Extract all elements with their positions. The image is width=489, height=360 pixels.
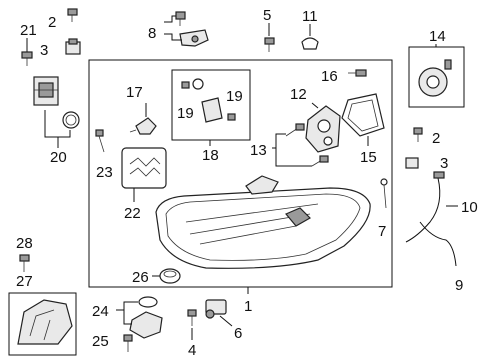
cap-part-11 <box>301 37 319 50</box>
callout-12: 12 <box>290 86 307 103</box>
callout-4: 4 <box>188 342 196 359</box>
callout-9: 9 <box>455 277 463 294</box>
wiring-harness-part-10 <box>405 171 445 243</box>
headlamp-housing-part-1 <box>155 175 371 269</box>
callout-19-a: 19 <box>177 105 194 122</box>
callout-7: 7 <box>378 223 386 240</box>
callout-15: 15 <box>360 149 377 166</box>
callout-28: 28 <box>16 235 33 252</box>
callout-20: 20 <box>50 149 67 166</box>
callout-19-b: 19 <box>226 88 243 105</box>
clip-nut-part-3-right <box>405 157 419 169</box>
seal-ring-part-20 <box>62 111 80 129</box>
screw-part-19-b <box>227 113 236 121</box>
callout-14: 14 <box>429 28 446 45</box>
beam-module-part-12 <box>305 105 341 153</box>
callout-1: 1 <box>244 298 252 315</box>
callout-24: 24 <box>92 303 109 320</box>
led-driver-part-22 <box>121 147 167 189</box>
screw-part-21 <box>21 38 33 66</box>
cap-part-26 <box>159 268 181 284</box>
screw-part-13-a <box>285 123 305 137</box>
screw-part-13-b <box>311 155 329 167</box>
mounting-bracket-part-27 <box>17 299 73 345</box>
callout-11: 11 <box>302 8 318 25</box>
callout-3-left: 3 <box>40 42 48 59</box>
callout-8: 8 <box>148 25 156 42</box>
screw-part-16 <box>348 69 367 77</box>
screw-part-2-right <box>413 127 423 142</box>
callout-22: 22 <box>124 205 141 222</box>
bracket-part-8 <box>179 29 209 47</box>
callout-27: 27 <box>16 273 33 290</box>
screw-part-8-top <box>175 11 186 26</box>
bulb-socket-subframe <box>171 69 251 141</box>
callout-10: 10 <box>461 199 478 216</box>
screw-part-4 <box>187 309 197 326</box>
bracket-detail-frame <box>8 292 77 356</box>
callout-17: 17 <box>126 84 143 101</box>
screw-part-19-a <box>181 81 190 89</box>
screw-part-25 <box>123 334 133 352</box>
callout-18: 18 <box>202 147 219 164</box>
callout-6: 6 <box>234 325 242 342</box>
callout-13: 13 <box>250 142 267 159</box>
mounting-frame-part-15 <box>341 93 385 137</box>
callout-2-right: 2 <box>432 130 440 147</box>
sensor-part-6 <box>205 299 227 319</box>
callout-23: 23 <box>96 164 113 181</box>
callout-21: 21 <box>20 22 37 39</box>
control-unit-part-20 <box>33 76 59 106</box>
socket-part-19 <box>192 78 223 123</box>
sensor-part-7 <box>380 178 388 209</box>
screw-part-5 <box>264 37 275 52</box>
screw-part-28 <box>19 254 30 272</box>
headlamp-assembly-frame <box>88 59 393 288</box>
callout-26: 26 <box>132 269 149 286</box>
bulb-part-17 <box>129 117 157 135</box>
callout-5: 5 <box>263 7 271 24</box>
callout-2-left: 2 <box>48 14 56 31</box>
access-cover-part-14 <box>418 59 452 97</box>
seal-ring-part-24 <box>138 296 158 308</box>
callout-3-right: 3 <box>440 155 448 172</box>
control-module-part-24 <box>129 311 163 339</box>
clip-nut-part-3-left <box>65 38 81 55</box>
callout-16: 16 <box>321 68 338 85</box>
screw-part-23 <box>95 129 105 153</box>
screw-part-2-left <box>67 8 78 22</box>
vent-hose-part-9 <box>419 221 457 267</box>
callout-25: 25 <box>92 333 109 350</box>
